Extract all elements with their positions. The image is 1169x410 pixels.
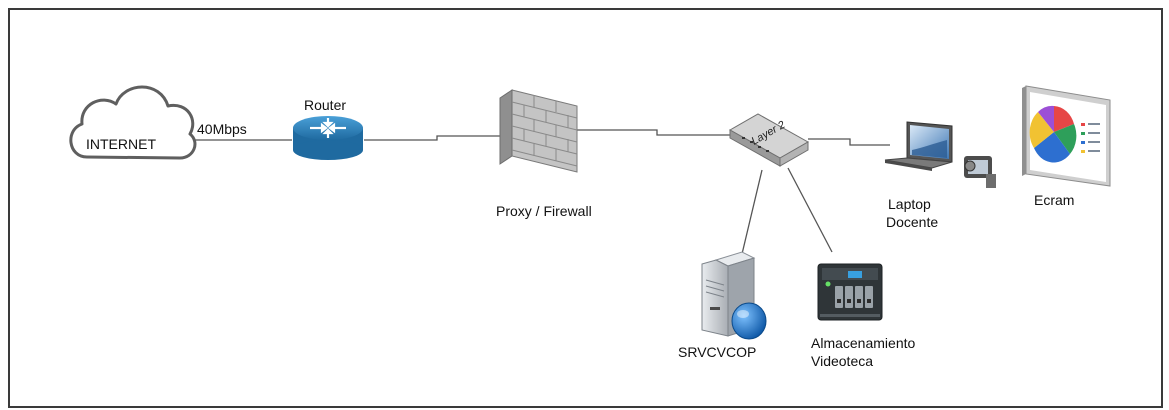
network-diagram: Layer 2: [69, 85, 1111, 340]
diagram-frame: Layer 2: [8, 8, 1163, 408]
laptop-icon: [884, 121, 953, 171]
server-label: SRVCVCOP: [678, 344, 757, 360]
link-firewall-switch: [577, 129, 730, 136]
storage-icon: [817, 263, 883, 321]
cloud-icon: [69, 85, 197, 160]
link-switch-laptop: [808, 138, 890, 146]
storage-label-line2: Videoteca: [811, 353, 874, 369]
storage-label-line1: Almacenamiento: [811, 335, 916, 351]
internet-label: INTERNET: [86, 136, 156, 152]
router-icon: [293, 116, 363, 160]
firewall-icon: [499, 89, 578, 173]
globe-icon: [731, 302, 767, 340]
link-switch-server: [741, 169, 763, 255]
display-icon: [1022, 85, 1111, 187]
link-speed-label: 40Mbps: [197, 121, 247, 137]
pie-graphic: [1029, 105, 1077, 163]
switch-icon: Layer 2: [728, 113, 810, 167]
laptop-label-line1: Laptop: [888, 196, 931, 212]
camera-icon: [964, 156, 996, 188]
firewall-label: Proxy / Firewall: [496, 203, 592, 219]
laptop-label-line2: Docente: [886, 214, 939, 230]
link-router-firewall: [364, 135, 500, 141]
link-switch-storage: [787, 167, 833, 253]
connections: [194, 129, 890, 255]
router-label: Router: [304, 97, 347, 113]
screen-label: Ecram: [1034, 192, 1075, 208]
